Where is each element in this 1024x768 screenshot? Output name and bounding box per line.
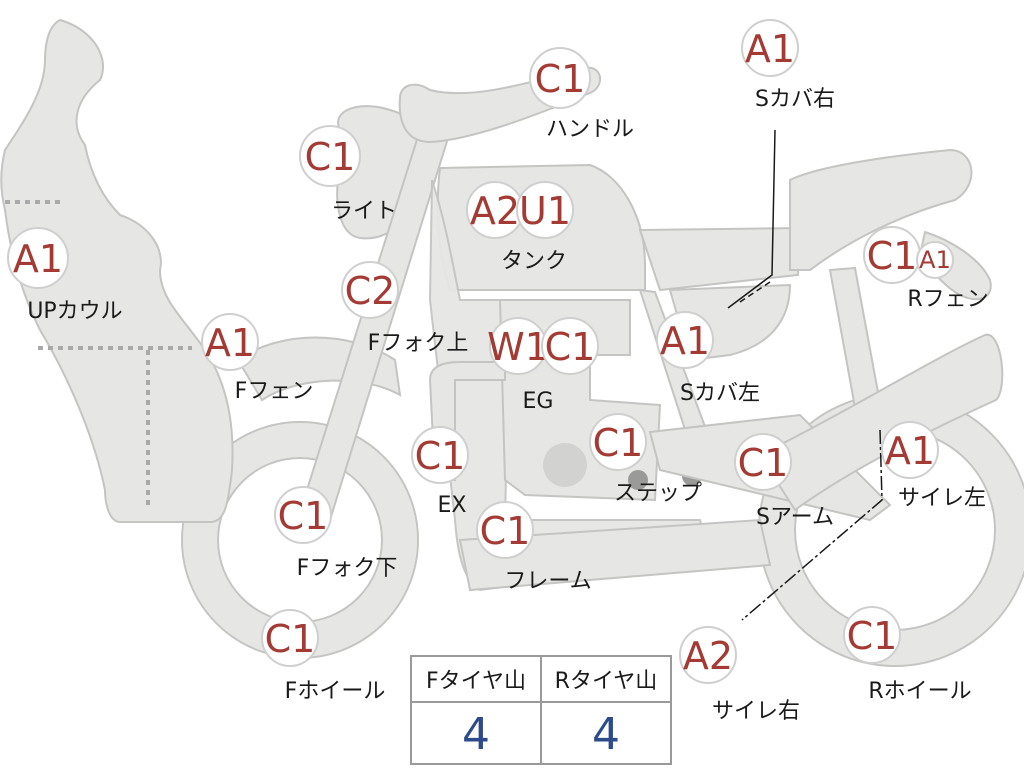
part-grades: A1 UPカウル C1 ライト C1 ハンドル A2 U1 タンク A1 Sカバ… — [7, 19, 989, 724]
grade-code: W1 — [487, 325, 549, 369]
part-label: Rホイール — [868, 679, 971, 704]
part-label: サイレ右 — [712, 699, 800, 724]
grade-code-secondary: A1 — [919, 246, 951, 274]
grade-code: A1 — [885, 429, 935, 473]
grade-code: C1 — [480, 509, 531, 553]
grade-code: C1 — [305, 135, 356, 179]
upper-cowl-shape — [0, 18, 234, 523]
part-label: Fホイール — [285, 679, 386, 704]
grade-code: A2 — [683, 634, 733, 678]
grade-code: A1 — [745, 27, 795, 71]
grade-code: C1 — [535, 57, 586, 101]
grade-code: A1 — [13, 237, 63, 281]
grade-code: A2 — [470, 189, 520, 233]
part-label: ステップ — [614, 481, 702, 506]
rear-tire-value: 4 — [592, 708, 620, 760]
part-label: Fフォク上 — [368, 331, 469, 356]
part-side-cover-left[interactable]: A1 Sカバ左 — [656, 311, 760, 406]
part-label: EG — [523, 389, 554, 414]
part-label: Rフェン — [907, 287, 988, 312]
grade-code: C1 — [847, 614, 898, 658]
part-side-cover-right[interactable]: A1 Sカバ右 — [741, 19, 835, 112]
part-label: Sアーム — [756, 505, 834, 530]
grade-code: C1 — [278, 494, 329, 538]
part-tank[interactable]: A2 U1 タンク — [466, 181, 574, 274]
part-rear-fender[interactable]: C1 A1 Rフェン — [863, 226, 989, 312]
grade-code-secondary: C1 — [545, 325, 596, 369]
part-silencer-left[interactable]: A1 サイレ左 — [881, 421, 986, 511]
tire-table-value-cell: 4 — [540, 703, 670, 765]
part-label: UPカウル — [27, 299, 122, 324]
front-tire-value: 4 — [462, 708, 490, 760]
part-up-cowl[interactable]: A1 UPカウル — [7, 227, 123, 324]
tire-tread-table: Fタイヤ山 Rタイヤ山 4 4 — [410, 655, 672, 765]
part-label: EX — [438, 493, 467, 518]
part-label: Sカバ右 — [755, 87, 835, 112]
part-label: Sカバ左 — [680, 381, 760, 406]
part-front-fork-lower[interactable]: C1 Fフォク下 — [274, 486, 398, 581]
grade-code-secondary: U1 — [519, 189, 571, 233]
grade-code: A1 — [660, 319, 710, 363]
tire-table-value-row: 4 4 — [412, 703, 670, 765]
grade-code: C1 — [265, 617, 316, 661]
tire-table-header-cell: Fタイヤ山 — [412, 657, 540, 701]
part-engine[interactable]: W1 C1 EG — [487, 317, 599, 414]
grade-code: C2 — [345, 269, 396, 313]
part-front-fender[interactable]: A1 Fフェン — [201, 313, 314, 404]
part-front-wheel[interactable]: C1 Fホイール — [261, 609, 386, 704]
part-label: ハンドル — [546, 117, 634, 142]
part-step[interactable]: C1 ステップ — [589, 413, 702, 506]
grade-code: C1 — [593, 421, 644, 465]
part-swing-arm[interactable]: C1 Sアーム — [734, 433, 834, 530]
grade-code: C1 — [867, 234, 918, 278]
seat-shape — [638, 226, 802, 292]
part-rear-wheel[interactable]: C1 Rホイール — [843, 606, 972, 704]
part-light[interactable]: C1 ライト — [299, 125, 397, 224]
front-tire-header: Fタイヤ山 — [426, 669, 526, 694]
part-label: Fフォク下 — [297, 556, 398, 581]
part-label: Fフェン — [235, 379, 314, 404]
part-label: タンク — [501, 249, 567, 274]
grade-code: A1 — [205, 321, 255, 365]
part-label: フレーム — [504, 569, 591, 594]
silencer-shape — [758, 333, 1004, 512]
tire-table-header-row: Fタイヤ山 Rタイヤ山 — [412, 657, 670, 703]
part-frame[interactable]: C1 フレーム — [476, 501, 592, 594]
tire-table-header-cell: Rタイヤ山 — [540, 657, 670, 701]
rear-tire-header: Rタイヤ山 — [554, 669, 658, 694]
part-front-fork-upper[interactable]: C2 Fフォク上 — [341, 261, 469, 356]
part-exhaust[interactable]: C1 EX — [411, 426, 469, 518]
part-label: ライト — [331, 199, 397, 224]
part-silencer-right[interactable]: A2 サイレ右 — [679, 626, 800, 724]
grade-code: C1 — [415, 434, 466, 478]
part-label: サイレ左 — [898, 486, 986, 511]
part-handle[interactable]: C1 ハンドル — [529, 47, 634, 142]
grade-code: C1 — [738, 441, 789, 485]
tire-table-value-cell: 4 — [412, 703, 540, 765]
